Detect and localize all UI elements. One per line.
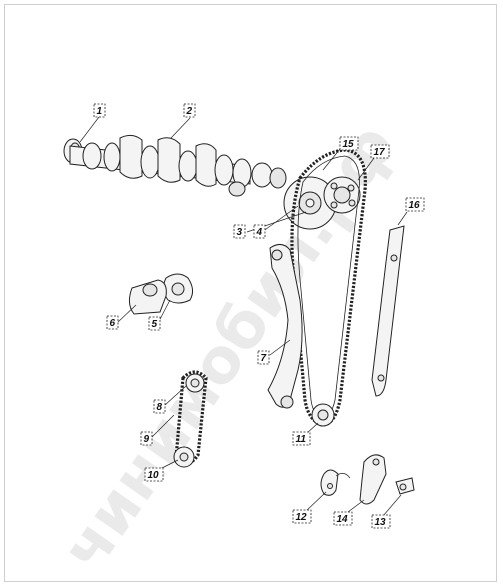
callout-14-label: 14	[337, 514, 349, 525]
callout-6-label: 6	[110, 318, 116, 329]
callout-1: 1	[93, 103, 106, 118]
diagram-frame	[4, 4, 497, 582]
callout-11: 11	[292, 431, 311, 446]
oil-pump-sprocket	[173, 446, 195, 468]
callout-3-label: 3	[237, 227, 243, 238]
callout-10: 10	[144, 467, 164, 482]
oil-pump-chain	[174, 370, 208, 465]
crankshaft-sprocket	[311, 403, 335, 427]
callout-16-label: 16	[409, 200, 421, 211]
leader-lines	[79, 116, 408, 517]
callout-7-label: 7	[261, 353, 267, 364]
callout-14: 14	[333, 511, 353, 526]
callout-3: 3	[233, 224, 246, 239]
callout-15-label: 15	[343, 139, 355, 150]
callout-17-label: 17	[374, 147, 386, 158]
camshaft-sprocket	[283, 176, 337, 230]
tensioner-spring	[395, 477, 415, 495]
callout-1-label: 1	[97, 106, 103, 117]
callout-15: 15	[339, 136, 359, 151]
tensioner-arm	[359, 454, 387, 505]
chain-guide	[371, 225, 405, 397]
callout-9-label: 9	[144, 434, 150, 445]
callout-11-label: 11	[296, 434, 307, 445]
callout-2-label: 2	[186, 106, 193, 117]
callout-2: 2	[183, 103, 196, 118]
callout-16: 16	[405, 197, 425, 212]
callout-13: 13	[371, 514, 391, 529]
callout-12: 12	[292, 509, 312, 524]
gasket	[162, 273, 194, 304]
callout-8-label: 8	[157, 402, 163, 413]
callout-4-label: 4	[256, 227, 263, 238]
callout-5: 5	[148, 316, 161, 331]
callout-7: 7	[257, 350, 270, 365]
camshaft-sprocket-rear	[323, 176, 361, 214]
callout-13-label: 13	[375, 517, 387, 528]
callout-9: 9	[140, 431, 153, 446]
callout-4: 4	[253, 224, 266, 239]
camshaft	[69, 134, 287, 197]
callout-12-label: 12	[296, 512, 308, 523]
tensioner-bracket	[320, 469, 351, 496]
callout-6: 6	[106, 315, 119, 330]
chain-tensioner	[128, 279, 167, 315]
callout-8: 8	[153, 399, 166, 414]
callout-17: 17	[370, 144, 390, 159]
upper-chain-sprocket	[185, 373, 205, 393]
callout-10-label: 10	[148, 470, 160, 481]
tensioner-guide	[267, 244, 303, 409]
callout-5-label: 5	[152, 319, 158, 330]
